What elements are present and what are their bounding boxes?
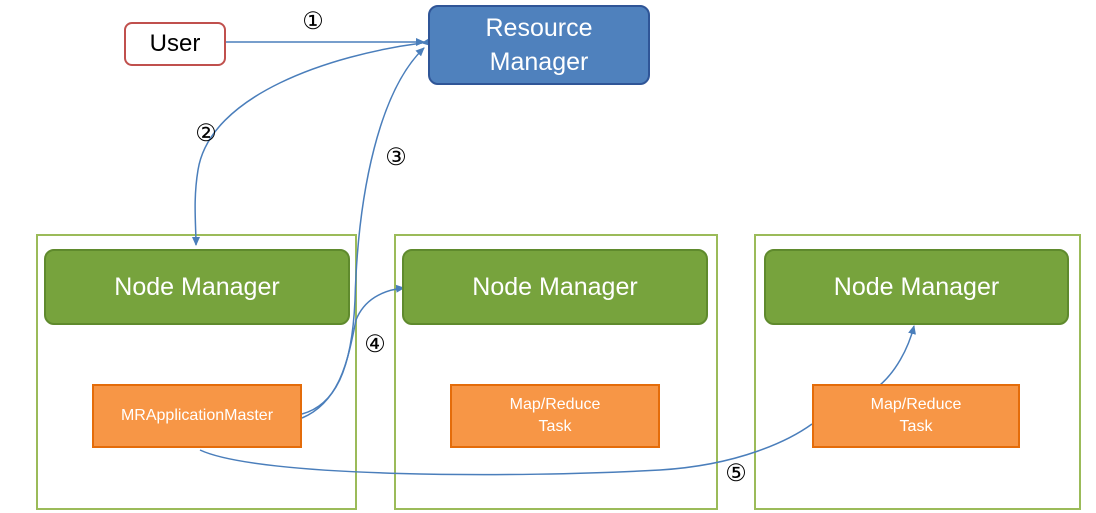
step-label-4: ④ bbox=[364, 331, 386, 358]
node-manager-2: Node Manager bbox=[402, 249, 708, 325]
map-reduce-task-label-3: Map/Reduce Task bbox=[870, 396, 962, 435]
arrow-appmaster-to-nodemanager-2 bbox=[301, 284, 405, 419]
map-reduce-task-box-2: Map/Reduce Task bbox=[450, 384, 660, 448]
node-manager-1-label: Node Manager bbox=[114, 272, 280, 301]
arrow-appmaster-to-task-3 bbox=[199, 423, 813, 476]
node-manager-3: Node Manager bbox=[764, 249, 1069, 325]
step-label-3: ③ bbox=[385, 144, 407, 171]
arrow-rm-to-nodemanager-1 bbox=[191, 37, 431, 246]
arrow-task-3-to-nodemanager-3 bbox=[879, 325, 916, 386]
step-label-2: ② bbox=[195, 120, 217, 147]
resource-manager-label: Resource Manager bbox=[485, 14, 593, 76]
map-reduce-task-box-3: Map/Reduce Task bbox=[812, 384, 1020, 448]
resource-manager-box: Resource Manager bbox=[428, 5, 650, 85]
step-label-1: ① bbox=[302, 8, 324, 35]
map-reduce-task-label-2: Map/Reduce Task bbox=[509, 396, 601, 435]
user-box: User bbox=[124, 22, 226, 66]
mr-application-master-label: MRApplicationMaster bbox=[120, 407, 274, 424]
node-manager-1: Node Manager bbox=[44, 249, 350, 325]
user-label: User bbox=[149, 30, 201, 57]
node-manager-3-label: Node Manager bbox=[833, 272, 1000, 301]
step-label-5: ⑤ bbox=[725, 460, 747, 487]
arrow-appmaster-to-rm bbox=[301, 47, 425, 415]
mr-application-master-box: MRApplicationMaster bbox=[92, 384, 302, 448]
node-manager-2-label: Node Manager bbox=[472, 272, 638, 301]
